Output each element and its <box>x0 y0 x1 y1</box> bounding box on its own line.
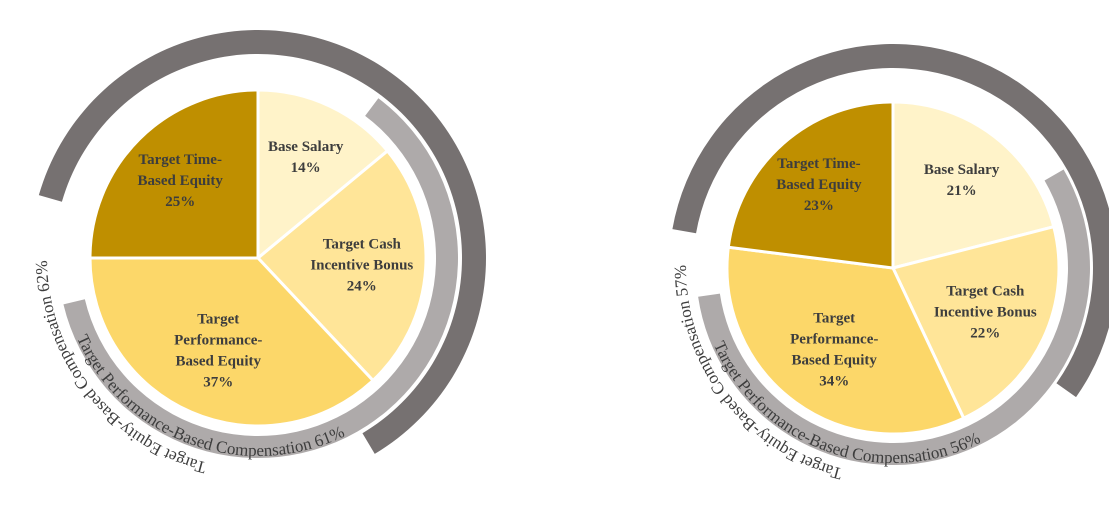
pie-slice-3 <box>88 88 260 260</box>
slice-label-line: Target Cash <box>946 283 1025 299</box>
pie-slice-3 <box>726 100 895 270</box>
pie-slice-2 <box>88 256 376 428</box>
slice-label-line: Base Salary <box>268 139 344 155</box>
slice-label-line: 37% <box>203 374 233 390</box>
slice-label-line: Target <box>813 310 855 326</box>
slice-label-line: 25% <box>165 194 195 210</box>
slice-label-line: 22% <box>970 325 1000 341</box>
slice-label-line: Based Equity <box>137 173 223 189</box>
slice-label-line: 21% <box>947 183 977 199</box>
pie-slice-0 <box>891 100 1056 270</box>
slice-label-line: Performance- <box>790 331 878 347</box>
slice-label-line: Base Salary <box>924 162 1000 178</box>
slice-label-line: Target Time- <box>777 156 860 172</box>
slice-label-0: Base Salary 21% <box>924 162 1000 199</box>
slice-label-line: Incentive Bonus <box>310 258 413 274</box>
pie-slice-1 <box>890 224 1061 421</box>
slice-label-0: Base Salary 14% <box>268 139 344 176</box>
slice-label-line: Target Cash <box>323 237 402 253</box>
slice-label-3: Target Time- Based Equity 25% <box>137 152 223 210</box>
slice-label-line: 34% <box>819 373 849 389</box>
slice-label-line: Target Time- <box>138 152 221 168</box>
slice-label-3: Target Time- Based Equity 23% <box>776 156 862 214</box>
slice-label-line: 24% <box>347 279 377 295</box>
slice-label-line: Performance- <box>174 332 262 348</box>
pie-slice-1 <box>255 148 428 383</box>
slice-label-line: 23% <box>804 198 834 214</box>
pie-slice-0 <box>256 88 390 262</box>
slice-label-line: Incentive Bonus <box>934 304 1037 320</box>
slice-label-line: Target <box>197 311 239 327</box>
pie-slice-2 <box>725 245 966 436</box>
slice-label-line: 14% <box>291 160 321 176</box>
slice-label-line: Based Equity <box>176 353 262 369</box>
slice-label-line: Based Equity <box>791 352 877 368</box>
slice-label-line: Based Equity <box>776 177 862 193</box>
